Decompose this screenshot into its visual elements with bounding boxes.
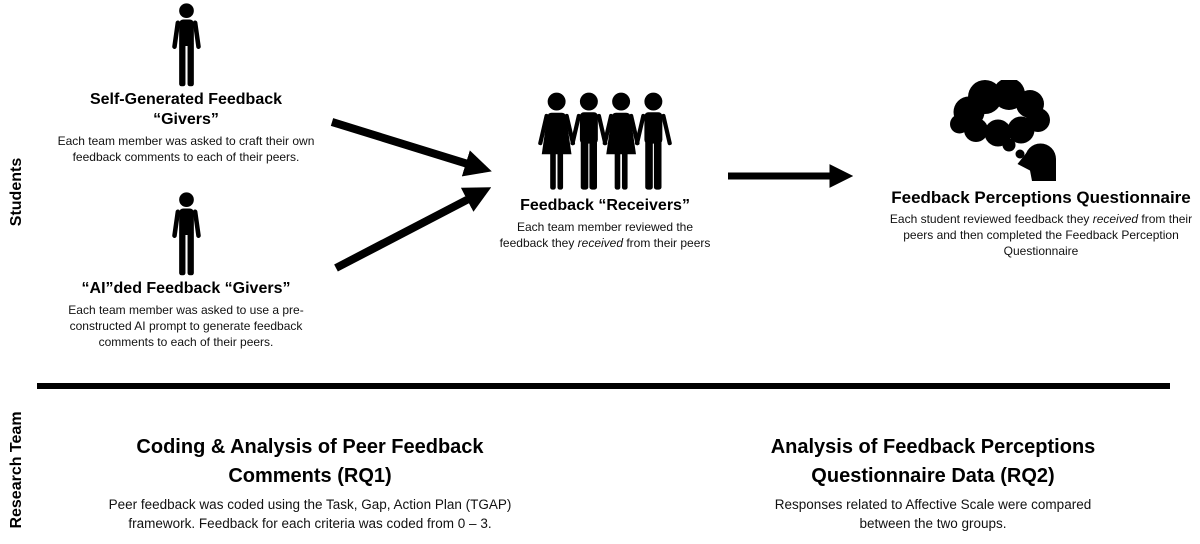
desc-text: feedback they [499, 236, 578, 250]
desc-line: constructed AI prompt to generate feedba… [69, 319, 303, 333]
questionnaire-block: Feedback Perceptions Questionnaire Each … [876, 188, 1200, 259]
rq1-desc: Peer feedback was coded using the Task, … [70, 495, 550, 533]
aided-title: “AI”ded Feedback “Givers” [81, 280, 291, 297]
desc-text: from their [1138, 212, 1193, 226]
research-team-row-label: Research Team [8, 411, 25, 529]
desc-line: framework. Feedback for each criteria wa… [128, 516, 492, 531]
desc-line: Each team member was asked to use a pre- [68, 303, 304, 317]
row-divider [37, 383, 1170, 389]
rq1-title: Coding & Analysis of Peer Feedback Comme… [70, 433, 550, 491]
person-icon [171, 3, 201, 87]
rq2-desc: Responses related to Affective Scale wer… [693, 495, 1173, 533]
title-line: Analysis of Feedback Perceptions [770, 436, 1096, 458]
self-generated-title: Self-Generated Feedback “Givers” [36, 90, 336, 130]
desc-line: Responses related to Affective Scale wer… [774, 497, 1092, 512]
desc-italic-word: received [1092, 212, 1139, 226]
receivers-title: Feedback “Receivers” [520, 197, 690, 214]
title-line: Comments (RQ1) [228, 465, 392, 487]
desc-line: Questionnaire [1003, 244, 1079, 258]
title-line: Self-Generated Feedback [89, 91, 283, 108]
title-line: Questionnaire Data (RQ2) [811, 465, 1055, 487]
desc-text: Each student reviewed feedback they [889, 212, 1093, 226]
title-line: “Givers” [153, 111, 219, 128]
desc-line: comments to each of their peers. [98, 335, 274, 349]
questionnaire-title: Feedback Perceptions Questionnaire [891, 188, 1191, 207]
feedback-receivers-block: Feedback “Receivers” Each team member re… [455, 92, 755, 251]
desc-text: from their peers [623, 236, 711, 250]
questionnaire-desc: Each student reviewed feedback they rece… [876, 211, 1200, 259]
rq1-analysis-block: Coding & Analysis of Peer Feedback Comme… [70, 433, 550, 533]
people-group-icon [537, 92, 673, 190]
aided-desc: Each team member was asked to use a pre-… [36, 302, 336, 350]
desc-line: Peer feedback was coded using the Task, … [108, 497, 512, 512]
self-generated-givers-block: Self-Generated Feedback “Givers” Each te… [36, 3, 336, 165]
students-row-label: Students [8, 157, 25, 227]
desc-line: Each team member reviewed the [516, 220, 694, 234]
desc-line: feedback they received from their peers [455, 235, 755, 251]
title-line: Coding & Analysis of Peer Feedback [136, 436, 484, 458]
aided-givers-block: “AI”ded Feedback “Givers” Each team memb… [36, 192, 336, 350]
desc-line: Each team member was asked to craft thei… [57, 134, 315, 148]
desc-line: between the two groups. [859, 516, 1007, 531]
desc-italic-word: received [577, 236, 624, 250]
rq2-title: Analysis of Feedback Perceptions Questio… [693, 433, 1173, 491]
desc-line: Each student reviewed feedback they rece… [876, 211, 1200, 227]
receivers-desc: Each team member reviewed the feedback t… [455, 219, 755, 251]
person-icon [171, 192, 201, 276]
self-generated-desc: Each team member was asked to craft thei… [36, 133, 336, 165]
rq2-analysis-block: Analysis of Feedback Perceptions Questio… [693, 433, 1173, 533]
desc-line: feedback comments to each of their peers… [72, 150, 300, 164]
desc-line: peers and then completed the Feedback Pe… [903, 228, 1179, 242]
thinking-head-icon [950, 80, 1056, 181]
